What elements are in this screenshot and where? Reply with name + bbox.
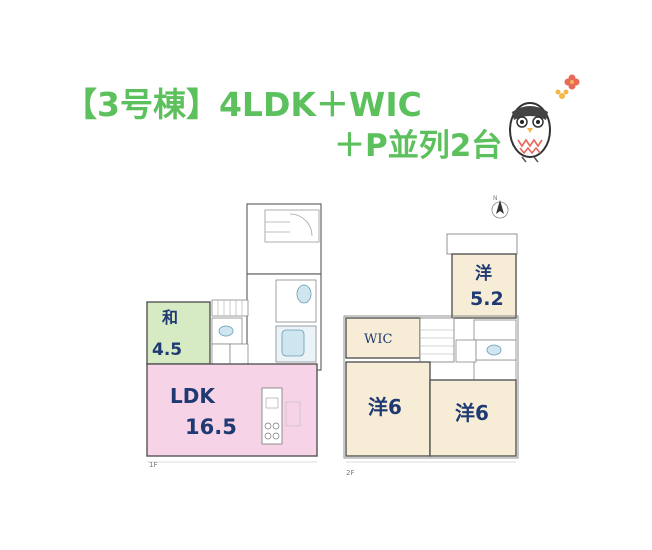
ldk-size: 16.5 — [185, 415, 237, 439]
washitsu-size: 4.5 — [152, 340, 182, 360]
title-line-2: ＋P並列2台 — [334, 128, 503, 164]
north-arrow-icon: N — [491, 195, 509, 219]
room-b-label: 洋6 — [368, 395, 402, 419]
floor-2-plan — [343, 233, 519, 463]
owl-mascot-icon — [509, 102, 551, 163]
room-a-name: 洋 — [475, 263, 492, 284]
washitsu-name: 和 — [162, 308, 178, 327]
floor-1-label: 1F — [149, 461, 157, 469]
floor-1-plan — [146, 203, 322, 463]
floor-2-label: 2F — [346, 469, 354, 477]
title-line-1: 【3号棟】4LDK＋WIC — [64, 85, 422, 124]
ldk-name: LDK — [170, 384, 216, 408]
room-a-size: 5.2 — [470, 288, 504, 310]
wic-label: WIC — [364, 332, 392, 347]
flower-decoration-icon — [555, 74, 580, 99]
room-c-label: 洋6 — [455, 401, 489, 425]
svg-text:N: N — [493, 195, 498, 202]
